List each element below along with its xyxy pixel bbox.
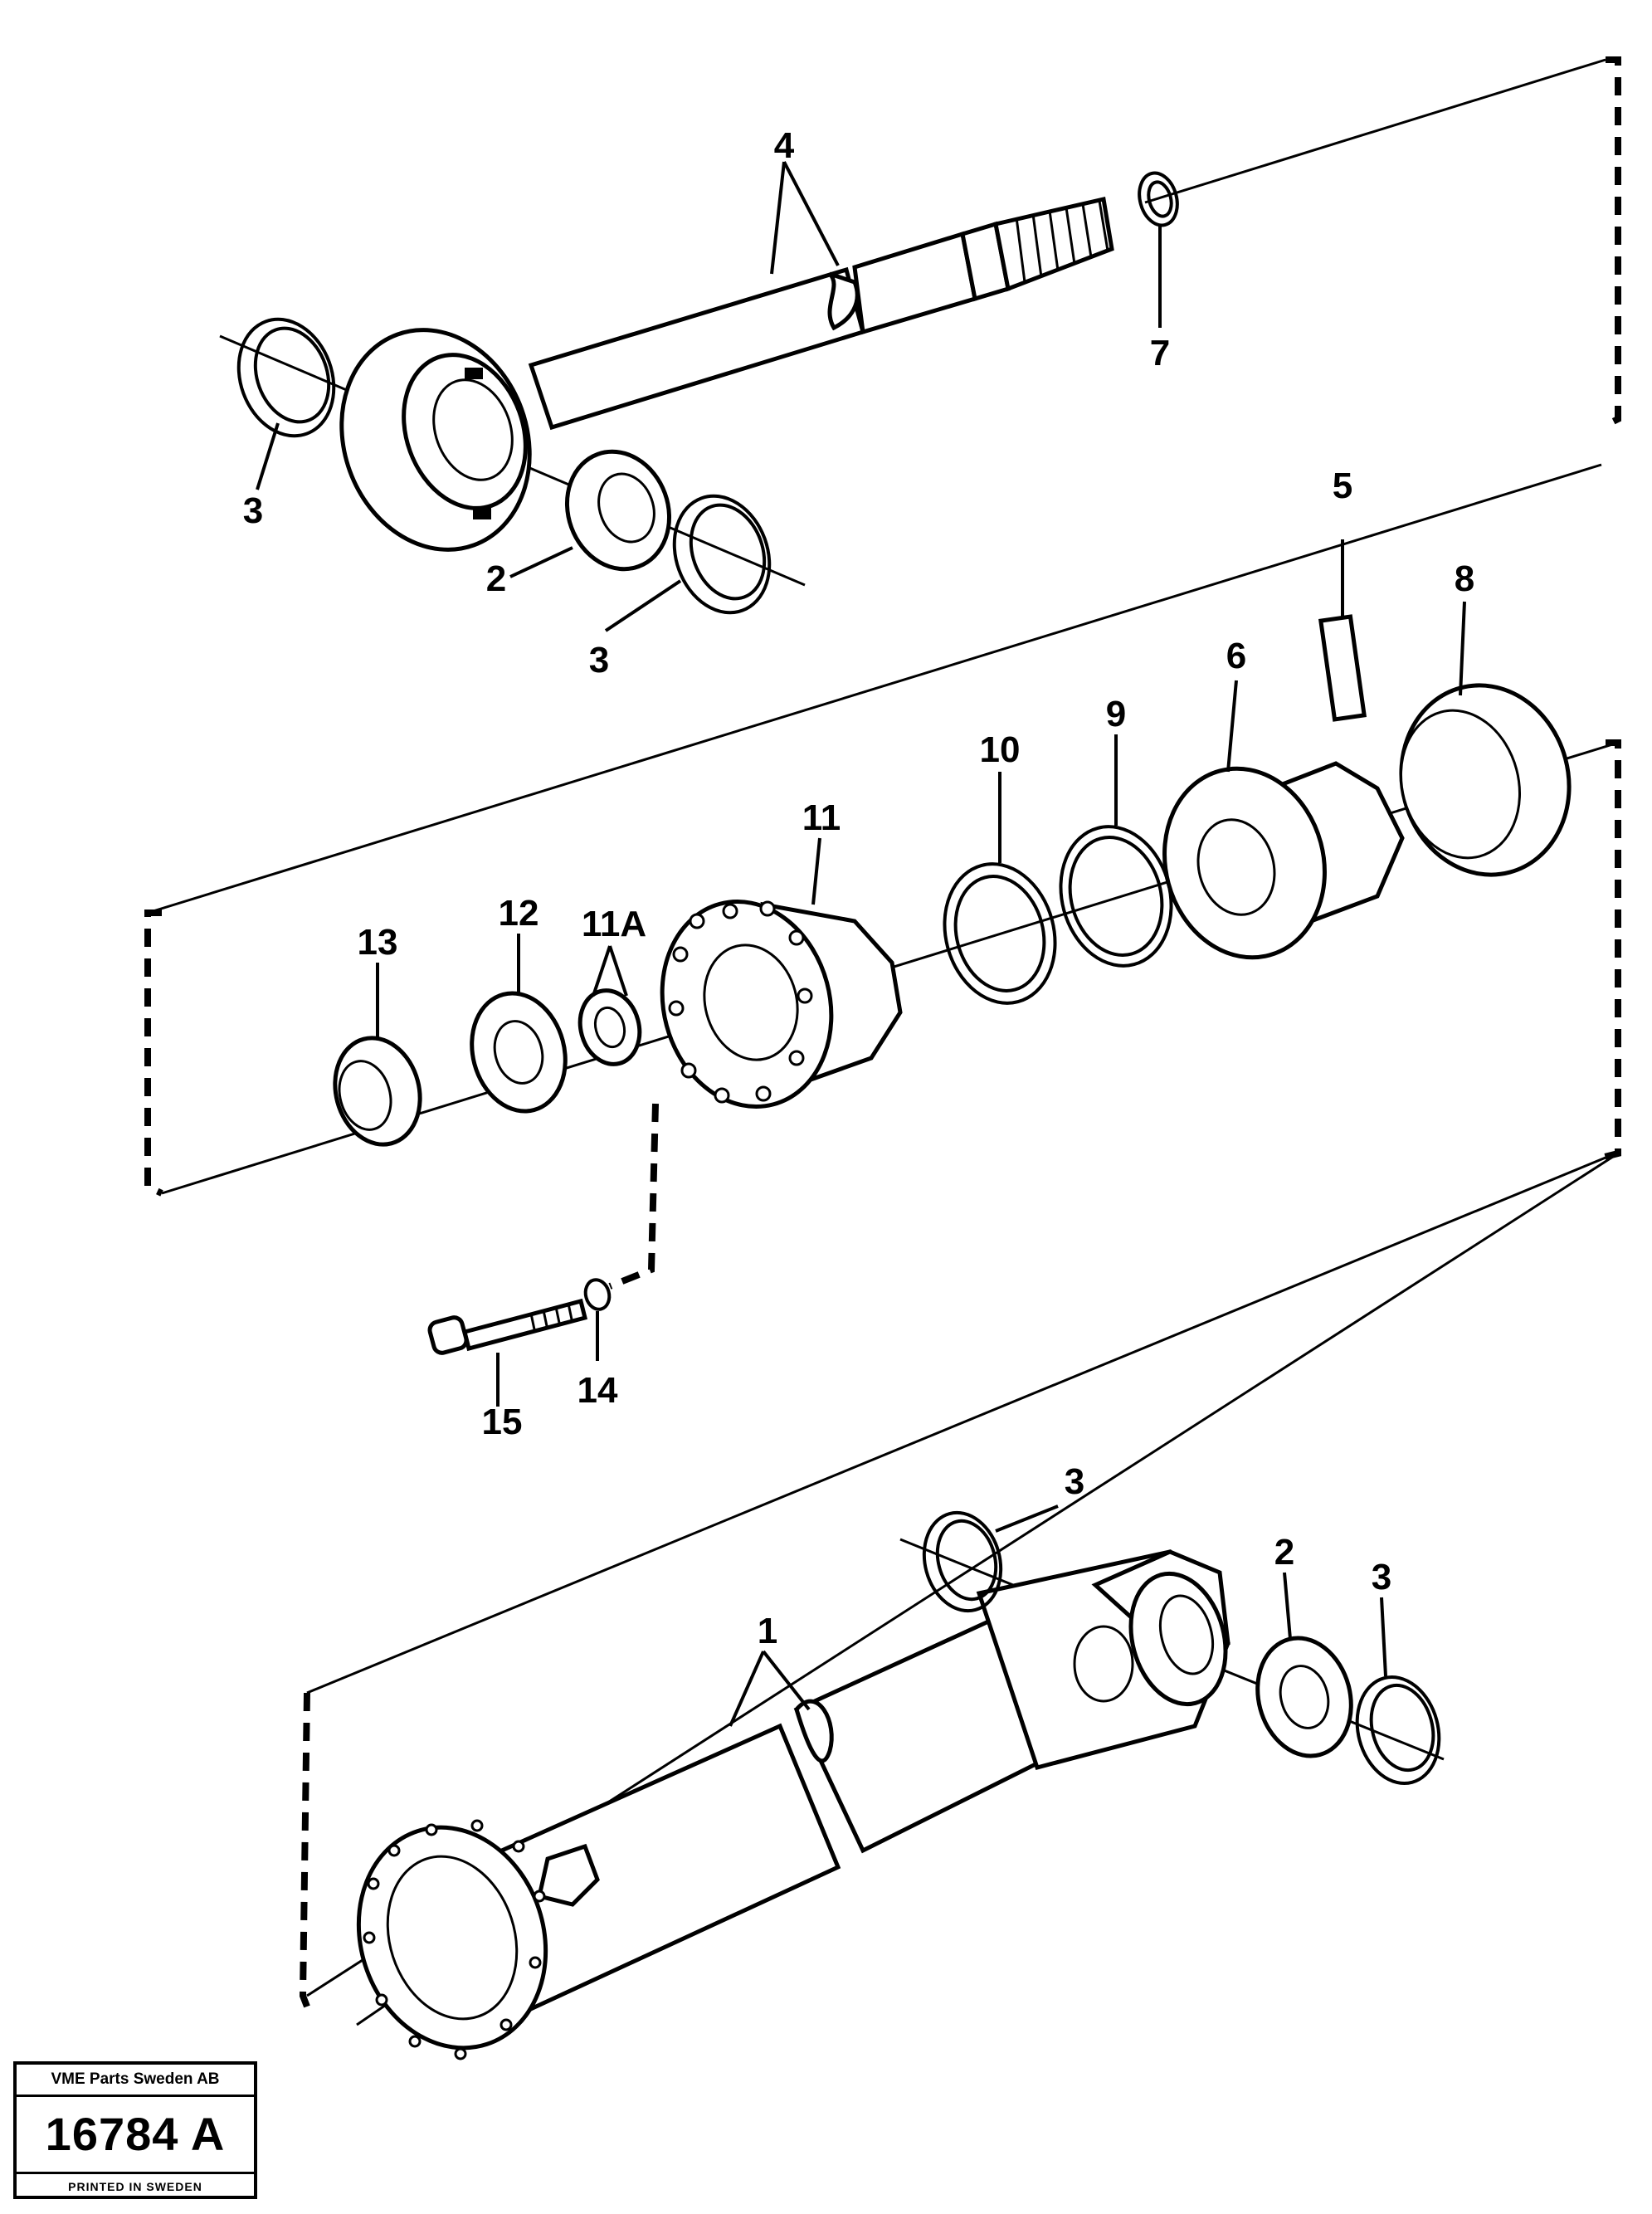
washer-part [1147,180,1173,218]
rod-eye-bore [432,378,514,481]
mouth-bolt-holes [363,1819,546,2060]
connector-line [147,463,1602,914]
bracket-bottom-left [299,1692,310,2008]
washer-part [583,1278,612,1311]
piston-seal-bore [1399,709,1522,860]
piston-rod-part [528,266,866,431]
callout-3: 3 [1065,1461,1084,1502]
thread-lines [1015,200,1109,283]
bolt-head [427,1315,469,1355]
piston-bore [1196,818,1276,916]
piston-rod-group [219,56,1621,632]
bolt-thread-lines [529,1303,573,1330]
callout-10: 10 [980,729,1021,770]
callout-11: 11 [802,797,841,838]
callout-2: 2 [1274,1532,1294,1573]
circlip-part [922,1510,1003,1613]
callout-11a: 11A [582,904,646,944]
circlip-part [689,503,767,601]
grease-mark [473,508,491,519]
callout-8: 8 [1455,558,1474,599]
company-name: VME Parts Sweden AB [17,2065,254,2097]
seal-ring-part [953,875,1046,992]
bracket-middle-right [1601,739,1621,1161]
circlip-part [1369,1683,1435,1773]
callout-13: 13 [358,922,398,963]
drawing-number: 16784 A [17,2097,254,2174]
guide-ring-bore [593,1006,626,1049]
circlip-part [253,326,331,424]
callout-9: 9 [1106,694,1126,734]
backup-ring-part [1068,836,1164,957]
grease-mark [465,368,483,379]
callout-2: 2 [486,558,506,599]
cylinder-head-bore [703,944,799,1061]
circlip-part [935,1519,998,1602]
callout-14: 14 [577,1370,618,1411]
break-mark [794,1699,834,1763]
callout-1: 1 [758,1611,777,1651]
cylinder-mouth-bore [386,1855,519,2021]
callout-5: 5 [1333,466,1352,506]
break-mark [827,271,860,331]
leader-lines [256,161,1162,632]
callout-3: 3 [243,490,263,531]
callout-4: 4 [774,125,795,166]
flange-bolt-holes [668,900,813,1104]
callout-3: 3 [589,640,609,680]
circlip-part [672,494,772,615]
lock-pin-part [1318,614,1367,722]
callout-7: 7 [1150,333,1170,373]
bearing-bore [1279,1665,1330,1729]
cylinder-head-group [144,463,1621,1997]
printed-in: PRINTED IN SWEDEN [68,2180,202,2193]
callout-15: 15 [482,1402,523,1442]
piston-rod-part [852,231,977,335]
parts-stamp: VME Parts Sweden AB 16784 A PRINTED IN S… [13,2061,257,2199]
clevis-bore [1158,1594,1215,1675]
wiper-bore [338,1060,392,1131]
callout-12: 12 [499,893,539,934]
bracket-middle-left [144,909,163,1197]
cylinder-port-boss [537,1843,600,1907]
cylinder-tube-group [299,1156,1606,2060]
washer-part [1138,171,1179,227]
seal-bore [493,1020,544,1085]
bearing-bore [597,472,655,544]
callout-3: 3 [1372,1557,1391,1597]
leader-lines [376,539,1466,1407]
seal-ring-part [943,862,1057,1005]
leader-lines [729,1504,1387,1727]
callout-labels: 4 7 3 2 3 5 8 6 9 10 11 12 11A 13 15 14 … [243,125,1474,1651]
dashed-leader [608,1103,659,1290]
circlip-part [1355,1675,1441,1786]
bracket-top-right [1606,56,1621,427]
connector-line [306,1156,1606,1695]
circlip-part [236,317,336,438]
callout-6: 6 [1226,636,1246,676]
bolt-shank [461,1298,588,1352]
cylinder-port [1073,1625,1134,1703]
axis-line [1144,58,1606,204]
